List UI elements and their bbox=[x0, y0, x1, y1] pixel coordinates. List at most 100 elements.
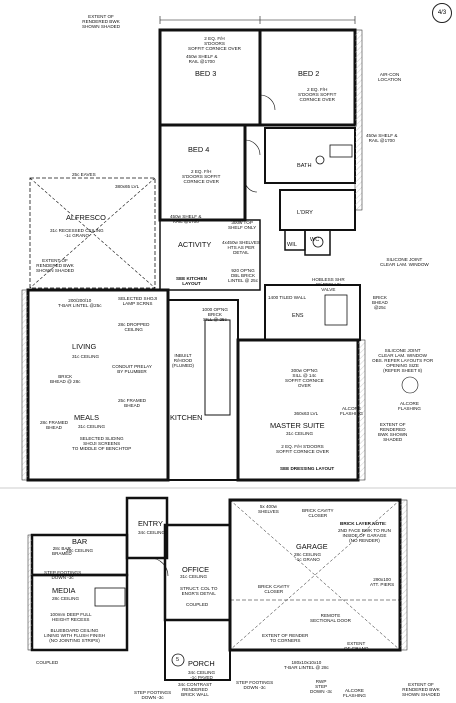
room-label-entry: ENTRY bbox=[138, 519, 163, 528]
note-lintel-380: 380x65 LVL bbox=[115, 184, 140, 189]
note-living-ceiling: 31c CEILING bbox=[72, 354, 100, 359]
note-extent-grano: EXTENT OF GRANO bbox=[344, 641, 369, 651]
room-label-meals: MEALS bbox=[74, 413, 100, 422]
note-shelf-bed4: 450w SHELF & RAIL @1700 bbox=[170, 214, 202, 224]
upper-floor-plan bbox=[21, 16, 419, 482]
note-struct-col: STRUCT. COL TO ENGR'S DETAIL bbox=[180, 586, 218, 596]
note-cavity-closer-2: BRICK CAVITY CLOSER bbox=[258, 584, 290, 594]
note-garage-ceiling: 28c CEILING -1c GRANO bbox=[294, 552, 322, 562]
activity-room bbox=[159, 219, 261, 291]
laundry-room bbox=[279, 189, 356, 231]
kitchen-bench bbox=[204, 319, 231, 416]
note-alfresco-ceiling: 31c RECESSED CEILING -1c GRANO bbox=[50, 228, 104, 238]
note-bar-ceiling-2: 28c CEILING bbox=[66, 548, 94, 553]
note-extent-rendered: EXTENT OF RENDERED BWK SHOWN SHADED bbox=[402, 682, 441, 697]
note-entry-ceiling: 34c CEILING bbox=[138, 530, 166, 535]
room-label-wc: WC bbox=[310, 237, 320, 243]
note-step-footings: STEP FOOTINGS DOWN -3c bbox=[44, 570, 82, 580]
note-meals-ceiling: 31c CEILING bbox=[78, 424, 106, 429]
room-label-master-suite: MASTER SUITE bbox=[270, 421, 325, 430]
note-sill-300: 300w OP'NG SILL @ 14c SOFFIT CORNICE OVE… bbox=[285, 368, 324, 388]
note-alcore: ALCORE FLASHING bbox=[398, 401, 421, 411]
room-label-wil: WIL bbox=[287, 242, 297, 248]
room-label-alfresco: ALFRESCO bbox=[66, 213, 106, 222]
room-label-living: LIVING bbox=[72, 342, 97, 351]
note-wil-shelves: 4x450w SHELVES HTS AS PER DETAIL bbox=[222, 240, 260, 255]
note-silicone-1: SILICONE JOINT CLEAR LAM. WINDOW bbox=[380, 257, 429, 267]
note-see-dressing: SEE DRESSING LAYOUT bbox=[280, 466, 335, 471]
note-rwp-porch: RWP STEP DOWN -3c bbox=[310, 679, 333, 694]
note-coupled: COUPLED bbox=[36, 660, 59, 665]
note-top-shelf: 300w TOP SHELF ONLY bbox=[228, 220, 257, 230]
room-label-bed4: BED 4 bbox=[188, 145, 210, 154]
note-coupled-2: COUPLED bbox=[186, 602, 209, 607]
ens-room bbox=[264, 284, 361, 341]
bath-room bbox=[264, 127, 356, 184]
note-framed-2: 28c FRAMED BHEAD bbox=[40, 420, 69, 430]
room-label-garage: GARAGE bbox=[296, 542, 328, 551]
note-door-bed2: 2 EQ. F/H S'DOORS SOFFIT CORNICE OVER bbox=[298, 87, 337, 102]
note-silicone-2: SILICONE JOINT CLEAR LAM. WINDOW OBS. RE… bbox=[372, 348, 434, 373]
note-tbar-lintel: 180x10x10x10 T-BAR LINTEL @ 28c bbox=[284, 660, 329, 670]
note-tbar: 200/200/10 T-BAR LINTEL @25c bbox=[58, 298, 102, 308]
room-label-office: OFFICE bbox=[182, 565, 210, 574]
room-label-bath: BATH bbox=[297, 163, 312, 169]
note-extent-left: EXTENT OF RENDERED BWK SHOWN SHADED bbox=[36, 258, 75, 273]
note-master-ceiling: 31c CEILING bbox=[286, 431, 314, 436]
alfresco-area bbox=[29, 177, 156, 289]
note-att-piers: 290x100 ATT. PIERS bbox=[370, 577, 395, 587]
note-door-master: 2 EQ. F/H S'DOORS SOFFIT CORNICE OVER bbox=[276, 444, 330, 454]
note-hobless: HOBLESS SHR W/ REFLUX VALVE bbox=[312, 277, 345, 292]
garage-hatch bbox=[399, 499, 408, 651]
note-dropped: 28c DROPPED CEILING bbox=[118, 322, 150, 332]
room-label-media: MEDIA bbox=[52, 586, 76, 595]
note-framed: 25c FRAMED BHEAD bbox=[118, 398, 147, 408]
note-lvl-360: 360x63 LVL bbox=[294, 411, 319, 416]
room-label-ldry: L'DRY bbox=[297, 210, 313, 216]
wc-room bbox=[304, 229, 331, 256]
note-cavity-closer: BRICK CAVITY CLOSER bbox=[302, 508, 334, 518]
master-hatch bbox=[357, 339, 366, 481]
note-shelves: 5x 400w SHELVES bbox=[258, 504, 279, 514]
room-label-activity: ACTIVITY bbox=[178, 240, 212, 249]
sheet-number-badge: 4/3 bbox=[432, 3, 452, 23]
note-remote-door: REMOTE SECTIONAL DOOR bbox=[310, 613, 351, 623]
note-extent-right: EXTENT OF RENDERED BWK SHOWN SHADED bbox=[378, 422, 408, 442]
porch-callout-number: 5 bbox=[176, 657, 180, 663]
note-opening-920: 920 OP'NG DBL BRICK LINTEL @ 25c bbox=[228, 268, 259, 283]
note-door-bed4: 2 EQ. F/H S'DOORS SOFFIT CORNICE OVER bbox=[182, 169, 221, 184]
note-shoji: SELECTED SHOJI LAMP SCRNS bbox=[118, 296, 158, 306]
room-label-ens: ENS bbox=[292, 313, 304, 319]
note-aircon: AIR-CON LOCATION bbox=[378, 72, 402, 82]
note-rhood: INBUILT R/HOOD (FLUMED) bbox=[172, 353, 194, 368]
room-label-kitchen: KITCHEN bbox=[170, 413, 203, 422]
note-eaves: 25c EAVES bbox=[72, 172, 96, 177]
note-office-ceiling: 31c CEILING bbox=[180, 574, 208, 579]
room-label-bar: BAR bbox=[72, 537, 88, 546]
living-meals-room bbox=[26, 288, 170, 482]
note-blueboard: BLUEBOARD CEILING LINING WITH FLUSH FINI… bbox=[44, 628, 105, 643]
living-hatch bbox=[21, 289, 29, 481]
note-porch-ceiling: 34c CEILING -1c PAVED bbox=[188, 670, 216, 680]
note-conduit: CONDUIT PRELAY BY PLUMBER bbox=[112, 364, 152, 374]
note-alcore-2: ALCORE FLASHING bbox=[340, 406, 363, 416]
note-opening-1000: 1000 OP'NG BRICK SILL @ 25c bbox=[202, 307, 228, 322]
note-media-ceiling: 28c CEILING bbox=[52, 596, 80, 601]
note-step-footings-2: STEP FOOTINGS DOWN -3c bbox=[134, 690, 172, 700]
note-bricklayer-title: BRICK LAYER NOTE: bbox=[340, 521, 387, 526]
note-shelf-bath: 450w SHELF & RAIL @1700 bbox=[366, 133, 398, 143]
note-alcore-lower: ALCORE FLASHING bbox=[343, 688, 366, 698]
note-tiled-wall: 1400 TILED WALL bbox=[268, 295, 307, 300]
note-step-footings-3: STEP FOOTINGS DOWN -3c bbox=[236, 680, 274, 690]
entry-room bbox=[125, 496, 169, 560]
lower-floor-plan bbox=[27, 496, 408, 681]
note-deep-footings: 100mm DEEP FULL HEIGHT RECESS bbox=[50, 612, 92, 622]
room-label-porch: PORCH bbox=[188, 659, 215, 668]
room-label-bed3: BED 3 bbox=[195, 69, 217, 78]
note-brick-bhead: BRICK BHEAD @25c bbox=[372, 295, 388, 310]
note-contrast: 34c CONTRAST RENDERED BRICK WALL bbox=[178, 682, 212, 697]
kitchen-room bbox=[167, 299, 239, 481]
note-door-bed3: 2 EQ. F/H S'DOORS SOFFIT CORNICE OVER bbox=[188, 36, 242, 51]
note-see-kitchen: SEE KITCHEN LAYOUT bbox=[176, 276, 207, 286]
